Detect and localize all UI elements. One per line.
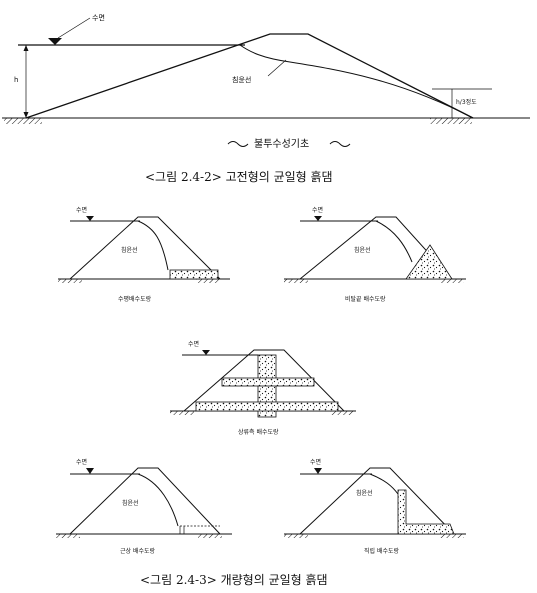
water-level-icon	[314, 468, 322, 474]
figure2-caption: <그림 2.4-3> 개량형의 균일형 흙댐	[140, 573, 328, 587]
panel-toe-drain: 수면 침윤선 비탈끝 배수도랑	[284, 206, 466, 303]
dam-body-outline	[69, 216, 221, 280]
ground-hatch	[330, 411, 354, 415]
dam-body-outline	[299, 216, 453, 280]
panel-finger-drain: 수면 침윤선 근상 배수도랑	[56, 458, 232, 555]
figure-classic-dam: 수면 침윤선 h h/3정도 불투수성기초 <그림 2.4-2> 고전형의 균일…	[2, 13, 530, 184]
water-label: 수면	[92, 13, 105, 22]
ground-hatch	[56, 534, 80, 538]
water-level-icon	[86, 216, 94, 221]
toe-drain	[405, 244, 453, 280]
panel-caption: 비탈끝 배수도랑	[345, 295, 386, 303]
ground-hatch	[170, 411, 194, 415]
seepage-line	[375, 220, 413, 263]
seepage-line	[137, 473, 179, 527]
panel-caption: 상류측 배수도랑	[238, 428, 279, 436]
horizontal-drain	[169, 269, 219, 280]
seepage-label: 침윤선	[121, 246, 138, 254]
panel-caption: 근상 배수도랑	[120, 547, 156, 555]
water-label: 수면	[310, 458, 321, 466]
seepage-line	[137, 220, 169, 271]
ground-hatch	[196, 279, 220, 283]
horizontal-drain-upper	[221, 377, 315, 387]
ground-hatch	[58, 279, 82, 283]
ground-hatch-right	[430, 118, 472, 124]
water-label-leader	[57, 17, 91, 39]
water-level-icon	[86, 468, 94, 474]
water-level-icon	[202, 350, 210, 355]
height-arrow-top-icon	[23, 45, 29, 51]
ground-hatch	[284, 534, 308, 538]
horizontal-drain-lower	[195, 401, 339, 412]
panel-chimney-drain: 수면 침윤선 직립 배수도랑	[284, 458, 466, 555]
panel-upstream-drain: 수면 상류측 배수도랑	[170, 340, 356, 436]
height-arrow-bottom-icon	[23, 112, 29, 118]
dam-body-outline	[299, 467, 455, 535]
seepage-label: 침윤선	[356, 489, 373, 497]
chimney-drain	[397, 489, 455, 535]
seepage-line	[239, 44, 474, 119]
water-level-icon	[48, 38, 62, 45]
figure1-caption: <그림 2.4-2> 고전형의 균일형 흙댐	[145, 170, 333, 184]
ground-hatch-left	[4, 118, 42, 124]
panel-horizontal-drain: 수면 침윤선 수평배수도랑	[58, 206, 230, 303]
h3-label: h/3정도	[456, 99, 477, 106]
water-label: 수면	[76, 206, 87, 214]
dam-body-outline	[69, 467, 221, 535]
ground-hatch	[198, 534, 222, 538]
foundation-label: 불투수성기초	[254, 138, 309, 150]
height-label: h	[14, 76, 18, 84]
water-level-icon	[314, 216, 322, 221]
seepage-label-leader	[267, 59, 287, 77]
water-label: 수면	[312, 206, 323, 214]
panel-caption: 직립 배수도랑	[364, 547, 400, 555]
panel-caption: 수평배수도랑	[118, 295, 152, 303]
ground-hatch	[440, 534, 464, 538]
water-label: 수면	[76, 458, 87, 466]
water-label: 수면	[188, 340, 199, 348]
seepage-label: 침윤선	[232, 75, 251, 84]
wave-right-icon	[329, 141, 351, 147]
ground-hatch	[284, 279, 308, 283]
wave-left-icon	[227, 141, 249, 147]
ground-hatch	[440, 279, 464, 283]
seepage-line	[369, 473, 399, 495]
dam-body-outline	[25, 33, 474, 119]
seepage-label: 침윤선	[122, 499, 139, 507]
seepage-label: 침윤선	[354, 246, 371, 254]
